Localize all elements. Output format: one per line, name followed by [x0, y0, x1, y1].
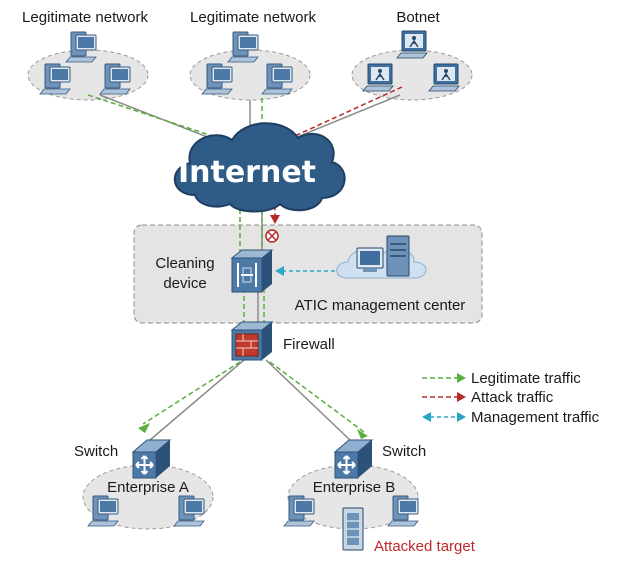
- pc-icon: [261, 63, 293, 95]
- pc-icon: [201, 63, 233, 95]
- botnet-label: Botnet: [396, 9, 440, 26]
- pc-icon: [173, 495, 205, 527]
- legend-arrow-legitimate: [457, 373, 466, 383]
- pc-icon: [87, 495, 119, 527]
- legit-arrow-left: [138, 423, 150, 433]
- pc-icon: [283, 495, 315, 527]
- attack-arrow: [270, 215, 280, 224]
- legend-arrow-attack: [457, 392, 466, 402]
- switch-left-label: Switch: [74, 443, 118, 460]
- bot-icon: [362, 63, 394, 92]
- atic-management-icon: [336, 235, 427, 279]
- pc-icon: [39, 63, 71, 95]
- blocked-icon: [265, 229, 279, 243]
- legit-network-left-label: Legitimate network: [22, 9, 148, 26]
- pc-icon: [227, 31, 259, 63]
- attacked-target-label: Attacked target: [374, 538, 476, 555]
- pc-icon: [99, 63, 131, 95]
- cleaning-device-label-line1: Cleaning: [155, 255, 214, 272]
- legend-label-attack: Attack traffic: [471, 389, 554, 406]
- enterprise-b-label: Enterprise B: [313, 479, 396, 496]
- firewall-icon: [230, 321, 274, 361]
- bot-icon: [396, 30, 428, 59]
- legit-arrow-right: [357, 429, 368, 439]
- legend-arrow-management-right: [457, 412, 466, 422]
- bot-icon: [428, 63, 460, 92]
- mgmt-arrow-left: [275, 266, 284, 276]
- cleaning-device-icon: [230, 249, 274, 293]
- firewall-label: Firewall: [283, 336, 335, 353]
- legend-label-management: Management traffic: [471, 409, 600, 426]
- atic-label: ATIC management center: [295, 297, 466, 314]
- legend: Legitimate traffic Attack traffic Manage…: [422, 370, 600, 426]
- legend-arrow-management-left: [422, 412, 431, 422]
- pc-icon: [65, 31, 97, 63]
- attacked-target-server-icon: [342, 507, 364, 551]
- legend-label-legitimate: Legitimate traffic: [471, 370, 581, 387]
- legit-network-mid-label: Legitimate network: [190, 9, 316, 26]
- internet-label: Internet: [178, 155, 316, 190]
- switch-right-label: Switch: [382, 443, 426, 460]
- enterprise-a-label: Enterprise A: [107, 479, 189, 496]
- internet-cloud: Internet: [173, 122, 346, 213]
- pc-icon: [387, 495, 419, 527]
- cleaning-device-label-line2: device: [163, 275, 206, 292]
